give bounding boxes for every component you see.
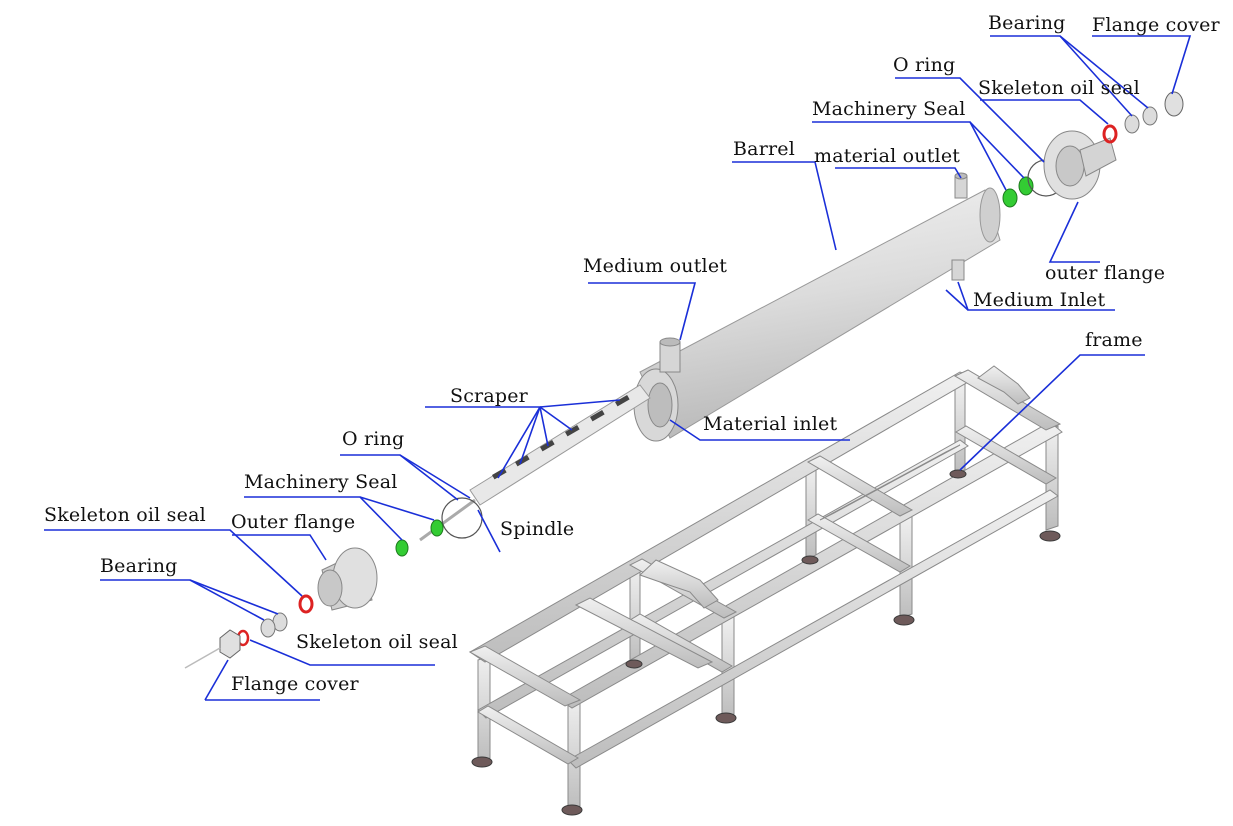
barrel-body xyxy=(633,172,1001,442)
label-skeleton-oil-seal-right: Skeleton oil seal xyxy=(978,77,1140,99)
left-end-parts xyxy=(184,497,483,669)
label-machinery-seal-left: Machinery Seal xyxy=(244,471,398,493)
label-o-ring-right: O ring xyxy=(893,54,956,76)
label-material-inlet: Material inlet xyxy=(703,413,838,435)
label-medium-outlet: Medium outlet xyxy=(583,255,728,277)
label-spindle: Spindle xyxy=(500,518,575,540)
label-material-outlet: material outlet xyxy=(814,145,961,167)
label-scraper: Scraper xyxy=(450,385,528,407)
label-skeleton-oil-seal-left-top: Skeleton oil seal xyxy=(44,504,206,526)
label-skeleton-oil-seal-left-bottom: Skeleton oil seal xyxy=(296,631,458,653)
frame-structure xyxy=(468,365,1063,811)
right-end-parts xyxy=(1002,91,1184,208)
frame-feet xyxy=(471,469,1061,816)
label-frame: frame xyxy=(1085,329,1143,351)
label-outer-flange-left: Outer flange xyxy=(231,511,356,533)
label-o-ring-left: O ring xyxy=(342,428,405,450)
label-medium-inlet: Medium Inlet xyxy=(973,289,1106,311)
label-bearing-left: Bearing xyxy=(100,555,178,577)
leader-lines xyxy=(44,35,1192,701)
label-flange-cover-right: Flange cover xyxy=(1092,14,1220,36)
label-outer-flange-right: outer flange xyxy=(1045,262,1166,284)
label-machinery-seal-right: Machinery Seal xyxy=(812,98,966,120)
label-bearing-right: Bearing xyxy=(988,12,1066,34)
spindle-shaft xyxy=(419,384,651,542)
label-barrel: Barrel xyxy=(733,138,795,160)
label-flange-cover-left: Flange cover xyxy=(231,673,359,695)
